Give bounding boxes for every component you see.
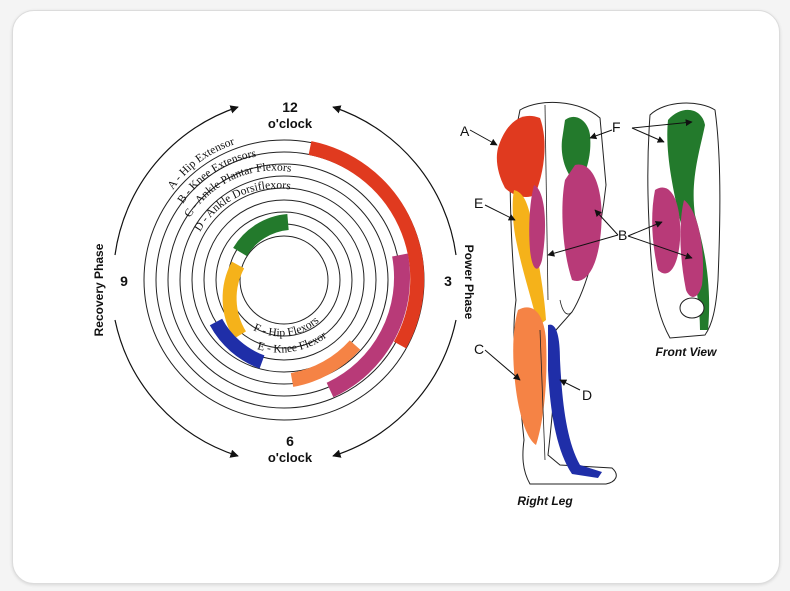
leg-letter-b: B [618, 227, 627, 243]
right-leg-illustration: A E C D B F Right Leg [460, 102, 627, 508]
muscle-b2 [562, 165, 601, 281]
leg-letter-d: D [582, 387, 592, 403]
three-label: 3 [444, 273, 452, 289]
right-leg-caption: Right Leg [517, 494, 573, 508]
leg-letter-c: C [474, 341, 484, 357]
nine-label: 9 [120, 273, 128, 289]
leg-letter-f: F [612, 119, 621, 135]
front-view-illustration: Front View [628, 103, 720, 359]
twelve-label: 12 [282, 99, 298, 115]
arc-knee-flexor [230, 265, 240, 335]
twelve-oclock-label: o'clock [268, 116, 313, 131]
leg-letter-e: E [474, 195, 483, 211]
six-oclock-label: o'clock [268, 450, 313, 465]
leg-letter-a: A [460, 123, 470, 139]
muscle-a [497, 116, 545, 197]
recovery-phase-label: Recovery Phase [92, 243, 106, 336]
front-view-caption: Front View [656, 345, 718, 359]
muscle-d [548, 325, 602, 478]
arc-hip-flexors [240, 222, 288, 252]
six-label: 6 [286, 433, 294, 449]
power-phase-label: Power Phase [462, 245, 476, 320]
